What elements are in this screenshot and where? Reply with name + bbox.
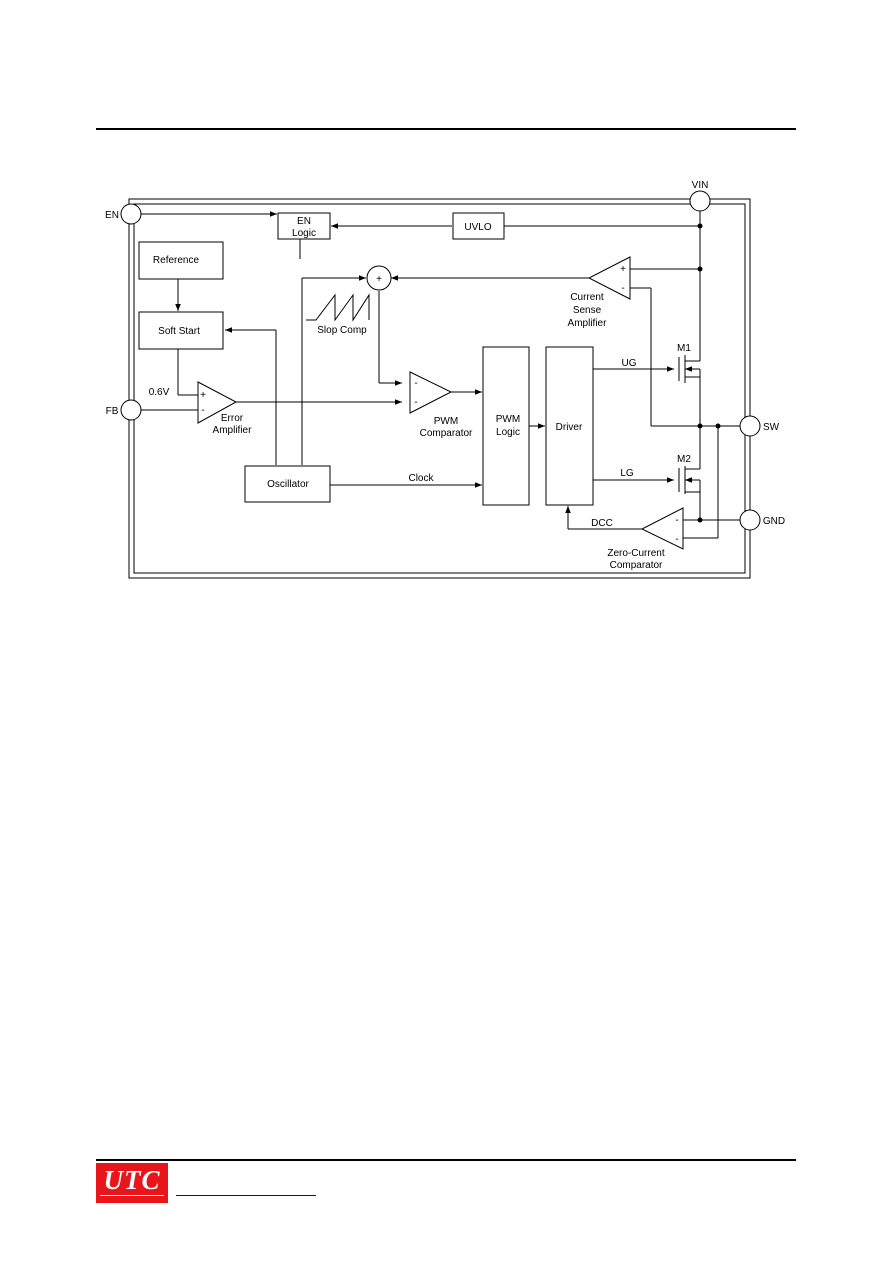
wires xyxy=(141,210,741,539)
mosfet-m1 xyxy=(678,355,701,391)
clock-label: Clock xyxy=(408,473,434,484)
pin-fb: FB xyxy=(106,399,142,421)
zero-current-comparator: - - Zero-Current Comparator xyxy=(607,507,684,571)
top-rule xyxy=(96,128,796,130)
zero-current-label-1: Zero-Current xyxy=(607,548,664,559)
svg-text:-: - xyxy=(414,397,417,408)
dcc-label: DCC xyxy=(591,518,613,529)
summer-plus: + xyxy=(376,274,382,285)
pwm-comparator: - - PWM Comparator xyxy=(409,371,473,439)
pin-gnd-label: GND xyxy=(763,516,785,527)
chip-outline-outer xyxy=(128,198,751,579)
footer-link-underline[interactable] xyxy=(176,1195,316,1196)
mosfet-m2 xyxy=(678,466,701,494)
pwm-comp-label-1: PWM xyxy=(434,416,458,427)
svg-text:-: - xyxy=(201,405,204,416)
error-amp-label-2: Amplifier xyxy=(213,425,253,436)
svg-text:+: + xyxy=(620,264,626,275)
current-sense-label-3: Amplifier xyxy=(568,318,608,329)
pwm-logic-block: PWM Logic xyxy=(482,346,530,506)
summing-junction: + xyxy=(366,265,392,291)
en-logic-label-1: EN xyxy=(297,216,311,227)
svg-text:-: - xyxy=(621,283,624,294)
svg-text:-: - xyxy=(675,515,678,526)
pin-vin: VIN xyxy=(689,180,711,212)
zero-current-label-2: Comparator xyxy=(610,560,663,571)
pin-sw-label: SW xyxy=(763,422,780,433)
ug-label: UG xyxy=(622,358,637,369)
reference-block: Reference xyxy=(138,241,224,280)
driver-label: Driver xyxy=(556,422,583,433)
pwm-logic-label-2: Logic xyxy=(496,427,520,438)
chip-outline-inner xyxy=(133,203,746,574)
svg-text:+: + xyxy=(200,390,206,401)
utc-logo-text: UTC xyxy=(103,1165,161,1195)
m2-label: M2 xyxy=(677,454,691,465)
svg-text:-: - xyxy=(675,534,678,545)
oscillator-block: Oscillator xyxy=(244,465,331,503)
pin-en: EN xyxy=(105,203,142,225)
reference-label: Reference xyxy=(153,255,200,266)
lg-label: LG xyxy=(620,468,634,479)
pin-gnd: GND xyxy=(739,509,785,531)
utc-logo: UTC xyxy=(96,1163,168,1203)
slop-comp-label: Slop Comp xyxy=(317,325,367,336)
pin-sw: SW xyxy=(739,415,780,437)
current-sense-label-1: Current xyxy=(570,292,604,303)
uvlo-label: UVLO xyxy=(464,222,491,233)
current-sense-label-2: Sense xyxy=(573,305,602,316)
junction-dots xyxy=(697,223,721,523)
pin-fb-label: FB xyxy=(106,406,119,417)
pin-en-label: EN xyxy=(105,210,119,221)
pwm-logic-label-1: PWM xyxy=(496,414,520,425)
utc-logo-underline xyxy=(100,1195,164,1196)
en-logic-block: EN Logic xyxy=(277,212,331,240)
error-amplifier: + - Error Amplifier xyxy=(197,381,253,436)
current-sense-amplifier: + - Current Sense Amplifier xyxy=(568,256,631,329)
pin-vin-label: VIN xyxy=(692,180,709,191)
pwm-comp-label-2: Comparator xyxy=(420,428,473,439)
ref-voltage-label: 0.6V xyxy=(149,387,170,398)
error-amp-label-1: Error xyxy=(221,413,244,424)
m1-label: M1 xyxy=(677,343,691,354)
oscillator-label: Oscillator xyxy=(267,479,309,490)
soft-start-label: Soft Start xyxy=(158,326,200,337)
bottom-rule xyxy=(96,1159,796,1161)
soft-start-block: Soft Start xyxy=(138,311,224,350)
svg-text:-: - xyxy=(414,378,417,389)
driver-block: Driver xyxy=(545,346,594,506)
en-logic-label-2: Logic xyxy=(292,228,316,239)
uvlo-block: UVLO xyxy=(452,212,505,240)
slope-comp-waveform: Slop Comp xyxy=(306,293,370,336)
